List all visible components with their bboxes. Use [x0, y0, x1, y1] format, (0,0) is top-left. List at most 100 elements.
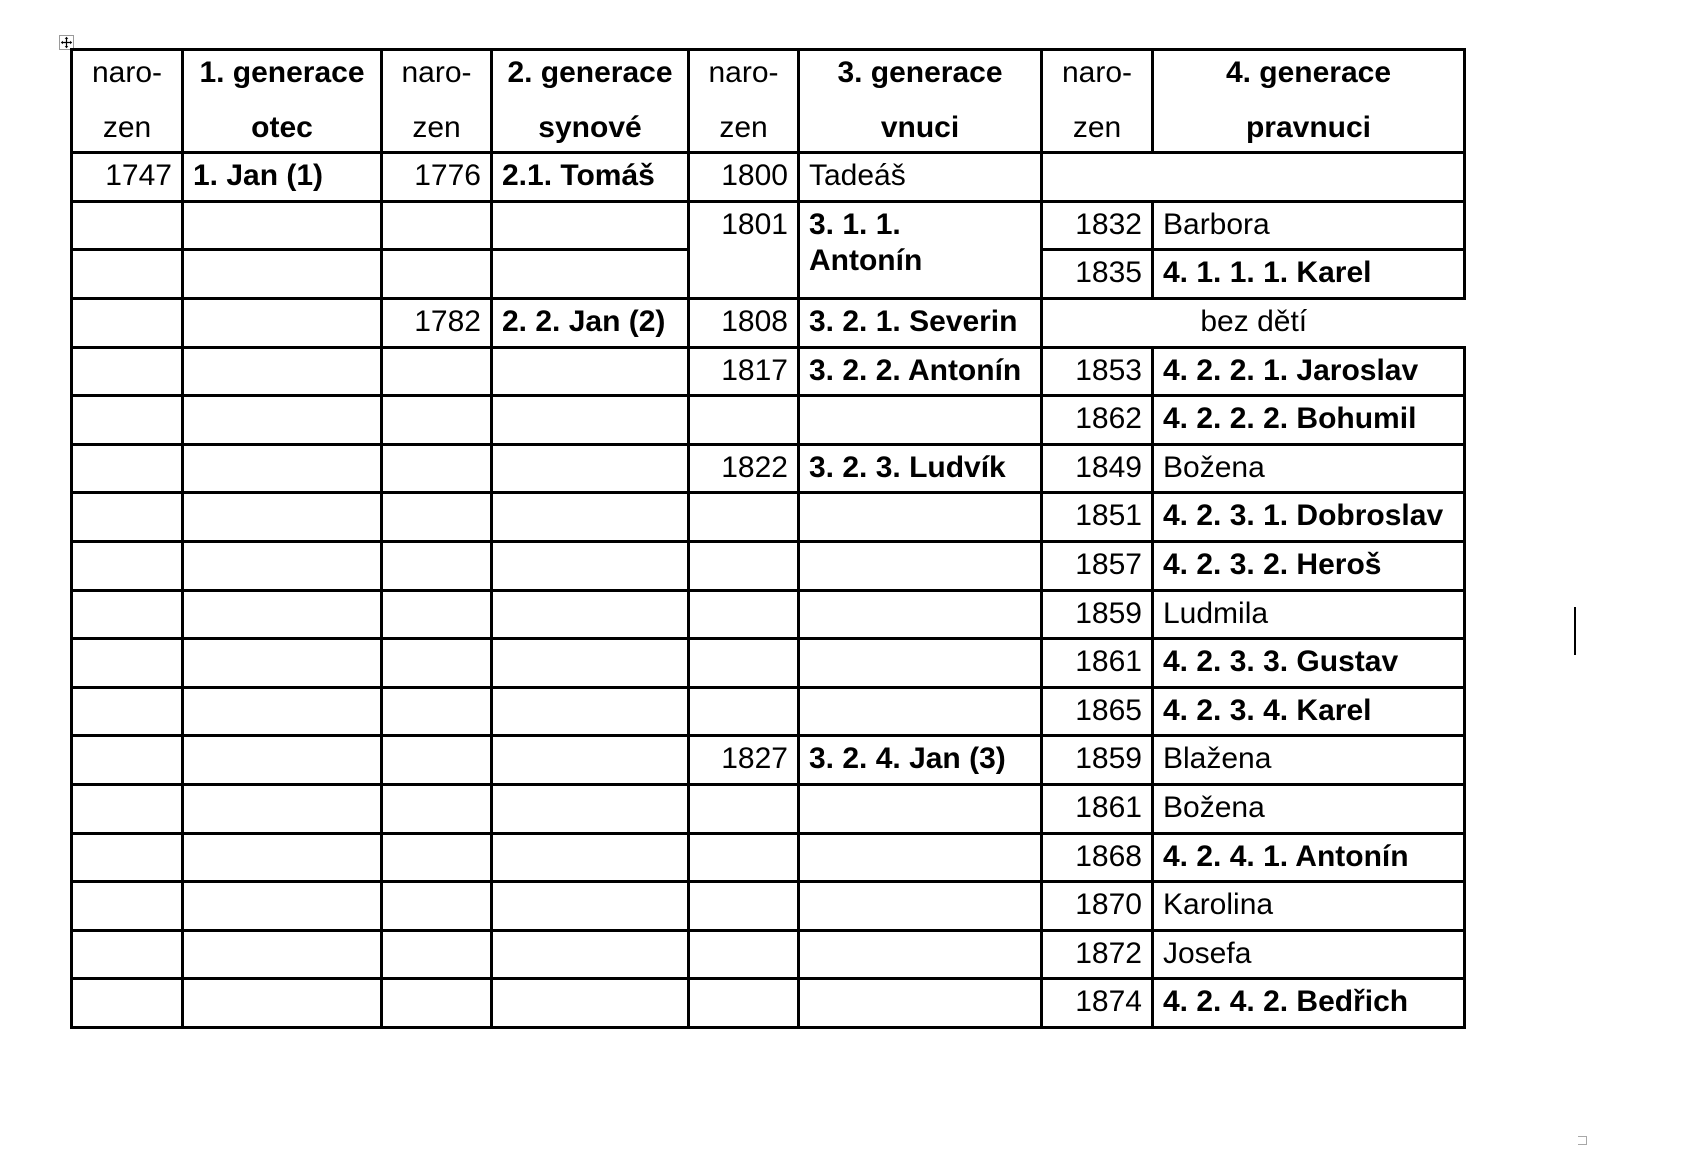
cell-spacer	[380, 782, 493, 835]
cell-born-gen2[interactable]: 1776	[380, 151, 493, 203]
cell-gen4-name[interactable]: Barbora	[1151, 199, 1466, 252]
cell-born-gen4[interactable]: 1861	[1040, 637, 1154, 689]
cell-gen3-name-l2: Antonín	[809, 244, 923, 278]
cell-gen4-name[interactable]: 4. 2. 4. 2. Bedřich	[1151, 977, 1466, 1029]
cell-spacer	[380, 977, 493, 1029]
cell-spacer	[70, 442, 184, 495]
table-row: 1862 4. 2. 2. 2. Bohumil	[70, 394, 1466, 446]
cell-born-gen4[interactable]: 1832	[1040, 199, 1154, 252]
cell-born-gen4[interactable]: 1862	[1040, 394, 1154, 446]
cell-gen3-name[interactable]: 3. 2. 4. Jan (3)	[797, 734, 1043, 786]
cell-spacer	[687, 928, 800, 981]
header-born-gen4: naro-zen	[1040, 47, 1154, 155]
cell-gen4-name[interactable]: 4. 2. 2. 1. Jaroslav	[1151, 345, 1466, 398]
cell-spacer	[380, 928, 493, 981]
cell-gen3-name[interactable]: 3. 1. 1.Antonín	[797, 199, 1043, 300]
cell-born-gen4[interactable]: 1870	[1040, 880, 1154, 932]
cell-born-gen4[interactable]: 1874	[1040, 977, 1154, 1029]
cell-gen2-name[interactable]: 2. 2. Jan (2)	[490, 296, 690, 349]
cell-gen4-name[interactable]: 4. 2. 3. 3. Gustav	[1151, 637, 1466, 689]
cell-born-gen4[interactable]: 1857	[1040, 539, 1154, 592]
header-gen2-l1: 2. generace	[507, 56, 673, 89]
genealogy-table[interactable]: naro-zen 1. generace otec naro-zen 2. gen…	[70, 47, 1466, 1029]
header-gen3-l1: 3. generace	[837, 56, 1003, 89]
cell-spacer	[380, 442, 493, 495]
table-row: 1857 4. 2. 3. 2. Heroš	[70, 539, 1466, 592]
cell-spacer	[380, 588, 493, 641]
cell-spacer	[181, 248, 383, 300]
table-resize-handle[interactable]	[1578, 1136, 1587, 1145]
cell-gen3-name-l1: 3. 1. 1.	[809, 207, 901, 241]
cell-spacer	[181, 394, 383, 446]
cell-gen4-name[interactable]: 4. 1. 1. 1. Karel	[1151, 248, 1466, 300]
cell-gen3-name[interactable]: Tadeáš	[797, 151, 1043, 203]
cell-born-gen3[interactable]: 1822	[687, 442, 800, 495]
cell-spacer	[490, 539, 690, 592]
cell-gen4-name[interactable]: Josefa	[1151, 928, 1466, 981]
cell-gen1-name[interactable]: 1. Jan (1)	[181, 151, 383, 203]
cell-born-gen4[interactable]: 1851	[1040, 491, 1154, 543]
cell-gen4-name[interactable]: 4. 2. 3. 1. Dobroslav	[1151, 491, 1466, 543]
cell-spacer	[181, 685, 383, 738]
cell-born-gen4[interactable]: 1853	[1040, 345, 1154, 398]
cell-born-gen3[interactable]: 1800	[687, 151, 800, 203]
cell-gen2-name[interactable]: 2.1. Tomáš	[490, 151, 690, 203]
cell-spacer	[797, 637, 1043, 689]
table-row: 1861 Božena	[70, 782, 1466, 835]
cell-gen4-name[interactable]: 4. 2. 3. 4. Karel	[1151, 685, 1466, 738]
cell-spacer	[797, 685, 1043, 738]
cell-gen4-name[interactable]: Karolina	[1151, 880, 1466, 932]
cell-born-gen3[interactable]: 1801	[687, 199, 800, 300]
cell-spacer	[70, 345, 184, 398]
cell-born-gen4[interactable]: 1865	[1040, 685, 1154, 738]
cell-born-gen3[interactable]: 1827	[687, 734, 800, 786]
cell-born-gen4[interactable]: 1872	[1040, 928, 1154, 981]
cell-gen4-name[interactable]: Božena	[1151, 782, 1466, 835]
cell-spacer	[797, 928, 1043, 981]
cell-spacer	[70, 685, 184, 738]
cell-gen4-name[interactable]: Božena	[1151, 442, 1466, 495]
table-move-handle-icon[interactable]	[59, 35, 74, 50]
cell-gen3-name[interactable]: 3. 2. 3. Ludvík	[797, 442, 1043, 495]
cell-born-gen2[interactable]: 1782	[380, 296, 493, 349]
cell-spacer	[797, 588, 1043, 641]
cell-spacer	[181, 928, 383, 981]
cell-born-gen4[interactable]: 1835	[1040, 248, 1154, 300]
cell-gen4-name[interactable]: 4. 2. 4. 1. Antonín	[1151, 831, 1466, 884]
cell-born-gen3[interactable]: 1808	[687, 296, 800, 349]
header-born-gen4-l1: naro-	[1061, 56, 1133, 89]
cell-gen3-name[interactable]: 3. 2. 2. Antonín	[797, 345, 1043, 398]
table-row: 1861 4. 2. 3. 3. Gustav	[70, 637, 1466, 689]
cell-gen4-name[interactable]: Blažena	[1151, 734, 1466, 786]
cell-born-gen1[interactable]: 1747	[70, 151, 184, 203]
cell-gen4-name[interactable]: Ludmila	[1151, 588, 1466, 641]
cell-born-gen4[interactable]: 1859	[1040, 734, 1154, 786]
cell-born-gen4[interactable]: 1861	[1040, 782, 1154, 835]
header-born-gen1: naro-zen	[70, 47, 184, 155]
cell-born-gen4[interactable]: 1868	[1040, 831, 1154, 884]
cell-spacer	[490, 199, 690, 252]
cell-spacer	[687, 831, 800, 884]
cell-spacer	[380, 199, 493, 252]
cell-born-gen4[interactable]: 1859	[1040, 588, 1154, 641]
cell-spacer	[490, 782, 690, 835]
cell-born-gen3[interactable]: 1817	[687, 345, 800, 398]
table-row: 1859 Ludmila	[70, 588, 1466, 641]
cell-gen4-name[interactable]: 4. 2. 2. 2. Bohumil	[1151, 394, 1466, 446]
header-born-gen4-l2: zen	[1072, 110, 1122, 144]
header-gen1-l2: otec	[251, 110, 313, 144]
cell-gen4-no-children[interactable]: bez dětí	[1200, 304, 1308, 338]
cell-spacer	[181, 734, 383, 786]
cell-gen3-name[interactable]: 3. 2. 1. Severin	[797, 296, 1043, 349]
header-gen1-l1: 1. generace	[199, 56, 365, 89]
cell-gen4-empty[interactable]	[1040, 151, 1466, 203]
cell-born-gen4[interactable]: 1849	[1040, 442, 1154, 495]
cell-spacer	[380, 734, 493, 786]
cell-spacer	[70, 491, 184, 543]
cell-spacer	[490, 442, 690, 495]
cell-spacer	[797, 491, 1043, 543]
cell-spacer	[687, 637, 800, 689]
header-born-gen2-l2: zen	[412, 110, 461, 144]
cell-gen4-name[interactable]: 4. 2. 3. 2. Heroš	[1151, 539, 1466, 592]
